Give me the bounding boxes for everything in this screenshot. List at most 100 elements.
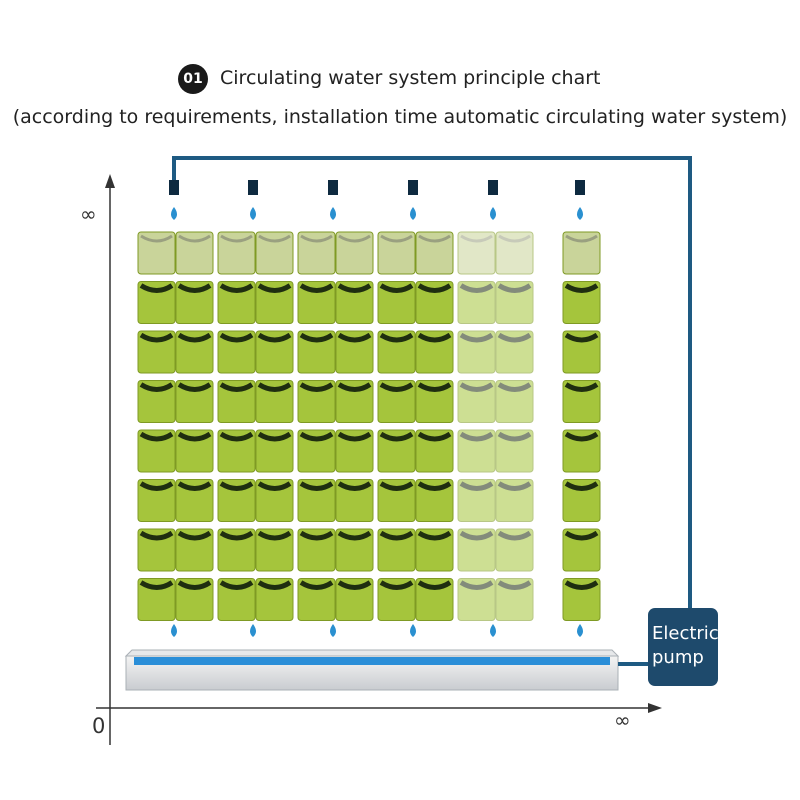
pocket-body <box>175 281 214 324</box>
planter-pocket <box>335 330 374 374</box>
planter-pocket <box>335 429 374 473</box>
pocket-opening <box>379 283 414 293</box>
pocket-opening <box>257 382 292 392</box>
pocket-body <box>297 479 336 522</box>
pocket-opening <box>417 481 452 491</box>
pocket-opening <box>459 283 494 293</box>
planter-pocket <box>457 380 496 423</box>
planter-pocket <box>217 330 256 374</box>
pocket-opening <box>497 580 532 590</box>
planter-panel-4 <box>377 231 454 621</box>
pocket-body <box>415 479 454 522</box>
pump-label-line1: Electric <box>652 623 719 644</box>
axes <box>96 174 662 745</box>
pocket-opening <box>258 234 291 243</box>
water-drop-bottom-1 <box>171 624 177 637</box>
diagram-title: Circulating water system principle chart <box>220 67 601 89</box>
planter-pocket <box>377 380 416 423</box>
planter-pocket <box>457 281 496 324</box>
pocket-opening <box>257 283 292 293</box>
pocket-body <box>415 380 454 423</box>
planter-pocket <box>297 281 336 324</box>
pocket-body <box>457 380 496 423</box>
dripper-3 <box>328 180 338 195</box>
pocket-opening <box>299 332 334 343</box>
pocket-body <box>457 429 496 473</box>
trough-rim <box>124 649 620 657</box>
planter-panel-1 <box>137 231 214 621</box>
planter-panel-2 <box>217 231 294 621</box>
planter-pocket <box>297 479 336 522</box>
pocket-body <box>255 528 294 572</box>
y-axis-label: ∞ <box>80 202 97 226</box>
water-drop-bottom-2 <box>250 624 256 637</box>
planter-pocket <box>255 380 294 423</box>
planter-pocket <box>137 380 176 423</box>
pocket-opening <box>177 481 212 491</box>
pocket-opening <box>337 530 372 541</box>
planter-pocket <box>457 231 496 275</box>
pocket-body <box>562 330 601 374</box>
pocket-body <box>297 528 336 572</box>
planter-pocket <box>175 380 214 423</box>
planter-pocket <box>217 380 256 423</box>
water-drop-top-3 <box>330 207 336 220</box>
pocket-body <box>217 479 256 522</box>
planter-pocket <box>377 578 416 621</box>
pocket-body <box>562 479 601 522</box>
supply-pipes <box>169 156 692 610</box>
pocket-body <box>217 231 256 275</box>
pocket-body <box>137 528 176 572</box>
planter-pocket <box>562 528 601 572</box>
pocket-opening <box>418 234 451 243</box>
dripper-1 <box>169 180 179 195</box>
pocket-opening <box>177 580 212 590</box>
planter-pocket <box>255 528 294 572</box>
pocket-opening <box>337 332 372 343</box>
planter-pocket <box>217 281 256 324</box>
planter-pocket <box>562 429 601 473</box>
pocket-opening <box>379 530 414 541</box>
pocket-opening <box>219 382 254 392</box>
planter-pocket <box>217 231 256 275</box>
pocket-opening <box>498 234 531 243</box>
pocket-opening <box>564 530 599 541</box>
planter-pocket <box>297 330 336 374</box>
planter-pocket <box>175 231 214 275</box>
planter-pocket <box>415 429 454 473</box>
pocket-opening <box>337 431 372 442</box>
pocket-opening <box>564 382 599 392</box>
pocket-body <box>217 281 256 324</box>
pocket-opening <box>300 234 333 243</box>
pocket-body <box>137 578 176 621</box>
pocket-opening <box>497 431 532 442</box>
diagram-subtitle: (according to requirements, installation… <box>12 106 788 128</box>
pocket-body <box>137 231 176 275</box>
planter-pocket <box>457 528 496 572</box>
planter-pocket <box>137 429 176 473</box>
pump-label-line2: pump <box>652 647 704 668</box>
step-badge: 01 <box>178 64 208 94</box>
planter-pocket <box>377 281 416 324</box>
pocket-body <box>255 429 294 473</box>
pocket-opening <box>257 580 292 590</box>
pocket-body <box>415 429 454 473</box>
pocket-opening <box>139 283 174 293</box>
planter-pocket <box>217 528 256 572</box>
pocket-opening <box>337 382 372 392</box>
dripper-5 <box>488 180 498 195</box>
planter-pocket <box>415 479 454 522</box>
pocket-body <box>217 578 256 621</box>
pocket-body <box>297 380 336 423</box>
planter-pocket <box>137 479 176 522</box>
planter-pocket <box>255 231 294 275</box>
planter-pocket <box>297 578 336 621</box>
pocket-opening <box>177 530 212 541</box>
pocket-body <box>255 479 294 522</box>
pocket-body <box>495 281 534 324</box>
pocket-opening <box>564 580 599 590</box>
electric-pump: Electric pump <box>648 608 719 686</box>
pocket-opening <box>139 332 174 343</box>
pocket-body <box>457 231 496 275</box>
pocket-body <box>562 281 601 324</box>
